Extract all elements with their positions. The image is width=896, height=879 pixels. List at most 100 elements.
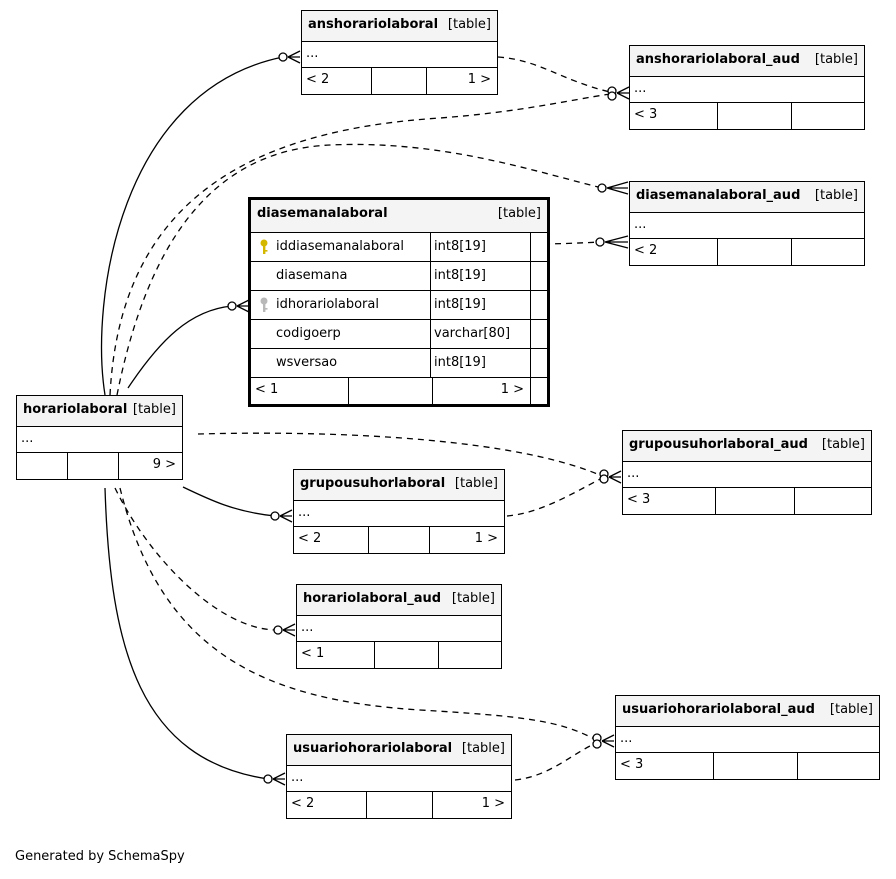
- column-name: diasemana: [276, 268, 348, 283]
- table-body: ...: [17, 427, 182, 453]
- table-body: ...: [294, 501, 504, 527]
- table-footer: < 3: [623, 488, 871, 514]
- table-usuariohorariolaboral[interactable]: usuariohorariolaboral[table] ... < 2 1 >: [286, 734, 512, 819]
- column-row[interactable]: diasemana int8[19]: [251, 262, 547, 291]
- column-name-cell: codigoerp: [251, 320, 431, 348]
- edge-horariolaboral-grupousuhorlaboral_aud: [197, 432, 603, 477]
- columns-ellipsis: ...: [634, 81, 647, 96]
- table-header: diasemanalaboral [table]: [251, 200, 547, 233]
- children-count: 1 >: [474, 531, 498, 546]
- edge-horariolaboral-horariolaboral_aud: [114, 487, 278, 631]
- column-name: wsversao: [276, 355, 338, 370]
- table-name: grupousuhorlaboral_aud: [629, 437, 808, 452]
- edge-horariolaboral-usuariohorariolaboral_aud: [119, 487, 597, 741]
- table-name: usuariohorariolaboral: [293, 741, 453, 756]
- table-footer: < 2 1 >: [302, 68, 497, 94]
- rows-count: [718, 239, 792, 265]
- column-type-cell: int8[19]: [431, 291, 531, 319]
- table-header: anshorariolaboral_aud [table]: [630, 46, 864, 77]
- columns-ellipsis: ...: [291, 770, 304, 785]
- column-type: int8[19]: [434, 268, 486, 283]
- table-header: anshorariolaboral[table]: [302, 11, 497, 42]
- children-count: 9 >: [152, 457, 176, 472]
- table-horariolaboral[interactable]: horariolaboral[table] ... 9 >: [16, 395, 183, 480]
- table-kind: [table]: [447, 17, 491, 32]
- table-kind: [table]: [451, 591, 495, 606]
- marker-usuariohorariolaboral_aud: [592, 733, 615, 749]
- column-row[interactable]: iddiasemanalaboral int8[19]: [251, 233, 547, 262]
- column-type-cell: int8[19]: [431, 262, 531, 290]
- table-name: diasemanalaboral: [257, 206, 388, 221]
- rows-count: [68, 453, 119, 479]
- primary-key-icon: [260, 239, 268, 254]
- parents-count: < 1: [297, 642, 375, 668]
- table-header: usuariohorariolaboral_aud[table]: [616, 696, 879, 727]
- parents-count: < 2: [630, 239, 718, 265]
- table-grupousuhorlaboral_aud[interactable]: grupousuhorlaboral_aud[table] ... < 3: [622, 430, 872, 515]
- column-name-cell: wsversao: [251, 349, 431, 377]
- rows-count: [367, 792, 433, 818]
- parents-count: < 2: [302, 68, 372, 94]
- column-type: int8[19]: [434, 355, 486, 370]
- table-body: ...: [302, 42, 497, 68]
- edge-grupousuhorlaboral-grupousuhorlaboral_aud: [506, 477, 603, 517]
- parents-count: < 3: [630, 103, 718, 129]
- table-footer: < 3: [630, 103, 864, 129]
- table-body: ...: [623, 462, 871, 488]
- table-anshorariolaboral_aud[interactable]: anshorariolaboral_aud [table] ... < 3: [629, 45, 865, 130]
- parents-count: < 2: [287, 792, 367, 818]
- rows-count: [349, 378, 433, 404]
- table-kind: [table]: [814, 52, 858, 67]
- edge-horariolaboral-anshorariolaboral_aud: [109, 93, 611, 396]
- parents-count: < 2: [294, 527, 369, 553]
- table-grupousuhorlaboral[interactable]: grupousuhorlaboral [table] ... < 2 1 >: [293, 469, 505, 554]
- column-type: int8[19]: [434, 297, 486, 312]
- children-count: [795, 488, 871, 514]
- table-name: anshorariolaboral_aud: [636, 52, 800, 67]
- edge-diasemanalaboral-diasemanalaboral_aud: [532, 241, 601, 245]
- table-diasemanalaboral[interactable]: diasemanalaboral [table] iddiasemanalabor…: [248, 197, 550, 407]
- table-kind: [table]: [132, 402, 176, 417]
- children-count: [792, 103, 864, 129]
- table-kind: [table]: [829, 702, 873, 717]
- column-name-cell: idhorariolaboral: [251, 291, 431, 319]
- table-horariolaboral_aud[interactable]: horariolaboral_aud[table] ... < 1: [296, 584, 502, 669]
- column-type-cell: int8[19]: [431, 233, 531, 261]
- table-body: ...: [287, 766, 511, 792]
- table-diasemanalaboral_aud[interactable]: diasemanalaboral_aud[table] ... < 2: [629, 181, 865, 266]
- column-row[interactable]: wsversao int8[19]: [251, 349, 547, 378]
- marker-diasemanalaboral: [227, 299, 250, 313]
- table-footer: < 1 1 >: [251, 378, 547, 404]
- table-kind: [table]: [454, 476, 498, 491]
- table-header: grupousuhorlaboral [table]: [294, 470, 504, 501]
- table-usuariohorariolaboral_aud[interactable]: usuariohorariolaboral_aud[table] ... < 3: [615, 695, 880, 780]
- marker-usuariohorariolaboral: [263, 772, 286, 786]
- marker-grupousuhorlaboral: [270, 509, 293, 523]
- table-header: diasemanalaboral_aud[table]: [630, 182, 864, 213]
- children-count: [792, 239, 864, 265]
- columns-ellipsis: ...: [306, 46, 319, 61]
- table-name: grupousuhorlaboral: [300, 476, 446, 491]
- parents-count: < 3: [616, 753, 714, 779]
- children-count: [798, 753, 879, 779]
- column-name: iddiasemanalaboral: [276, 239, 405, 254]
- edge-horariolaboral-grupousuhorlaboral: [182, 486, 276, 517]
- column-list: iddiasemanalaboral int8[19] diasemana int8[…: [251, 233, 547, 378]
- table-kind: [table]: [814, 188, 858, 203]
- children-count: 1 >: [481, 796, 505, 811]
- rows-count: [718, 103, 792, 129]
- table-body: ...: [630, 77, 864, 103]
- column-type-cell: int8[19]: [431, 349, 531, 377]
- table-anshorariolaboral[interactable]: anshorariolaboral[table] ... < 2 1 >: [301, 10, 498, 95]
- foreign-key-icon: [260, 297, 268, 312]
- table-footer: < 1: [297, 642, 501, 668]
- edge-horariolaboral-diasemanalaboral: [127, 305, 233, 389]
- table-footer: 9 >: [17, 453, 182, 479]
- table-header: grupousuhorlaboral_aud[table]: [623, 431, 871, 462]
- table-kind: [table]: [497, 206, 541, 221]
- parents-count: < 3: [623, 488, 716, 514]
- marker-horariolaboral_aud: [273, 623, 296, 637]
- parents-count: < 1: [251, 378, 349, 404]
